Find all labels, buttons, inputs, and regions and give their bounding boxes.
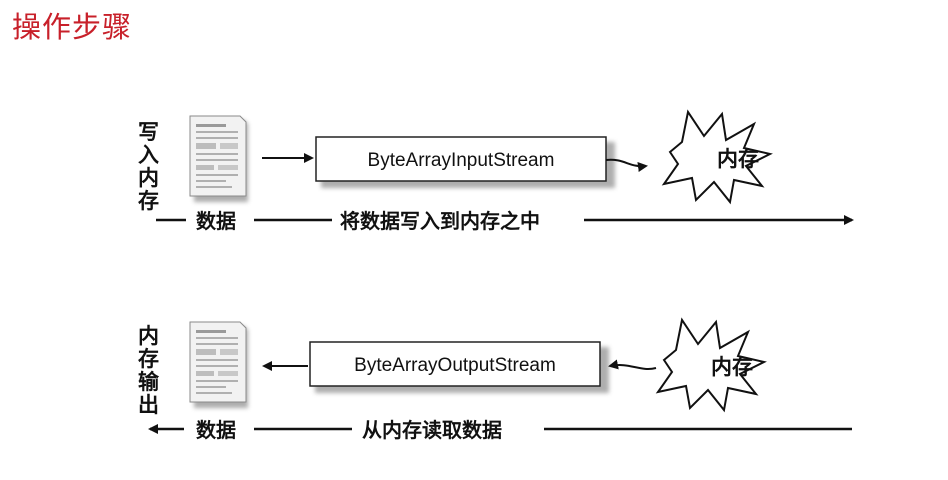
side-label-char: 入 xyxy=(138,143,159,167)
arrow-icon xyxy=(605,158,648,172)
memory-label: 内存 xyxy=(711,355,753,379)
side-label-char: 输 xyxy=(138,370,160,394)
output-stream-box xyxy=(309,341,601,387)
input-stream-label: ByteArrayInputStream xyxy=(368,150,555,171)
side-label-char: 存 xyxy=(138,347,159,371)
data-label: 数据 xyxy=(196,209,236,233)
document-icon xyxy=(190,116,248,202)
side-label-char: 内 xyxy=(138,166,159,190)
side-label-char: 出 xyxy=(138,393,159,417)
page-title: 操作步骤 xyxy=(12,10,133,44)
arrow-icon xyxy=(608,359,657,370)
memory-label: 内存 xyxy=(717,147,759,171)
document-icon xyxy=(190,322,248,408)
side-label-char: 存 xyxy=(138,189,159,213)
data-label: 数据 xyxy=(196,418,236,442)
input-stream-box xyxy=(315,136,607,182)
flow-write: 写 入 内 存 ByteArrayInputStream 内存 数据 将数据写入… xyxy=(138,111,854,233)
flow-read: 内 存 输 出 ByteArrayOutputStream 内存 数据 从内存读… xyxy=(138,319,852,442)
side-label-char: 写 xyxy=(138,120,159,144)
output-stream-label: ByteArrayOutputStream xyxy=(354,355,556,376)
side-label-char: 内 xyxy=(138,324,159,348)
flow-caption: 从内存读取数据 xyxy=(362,418,502,442)
flow-caption: 将数据写入到内存之中 xyxy=(340,209,540,233)
